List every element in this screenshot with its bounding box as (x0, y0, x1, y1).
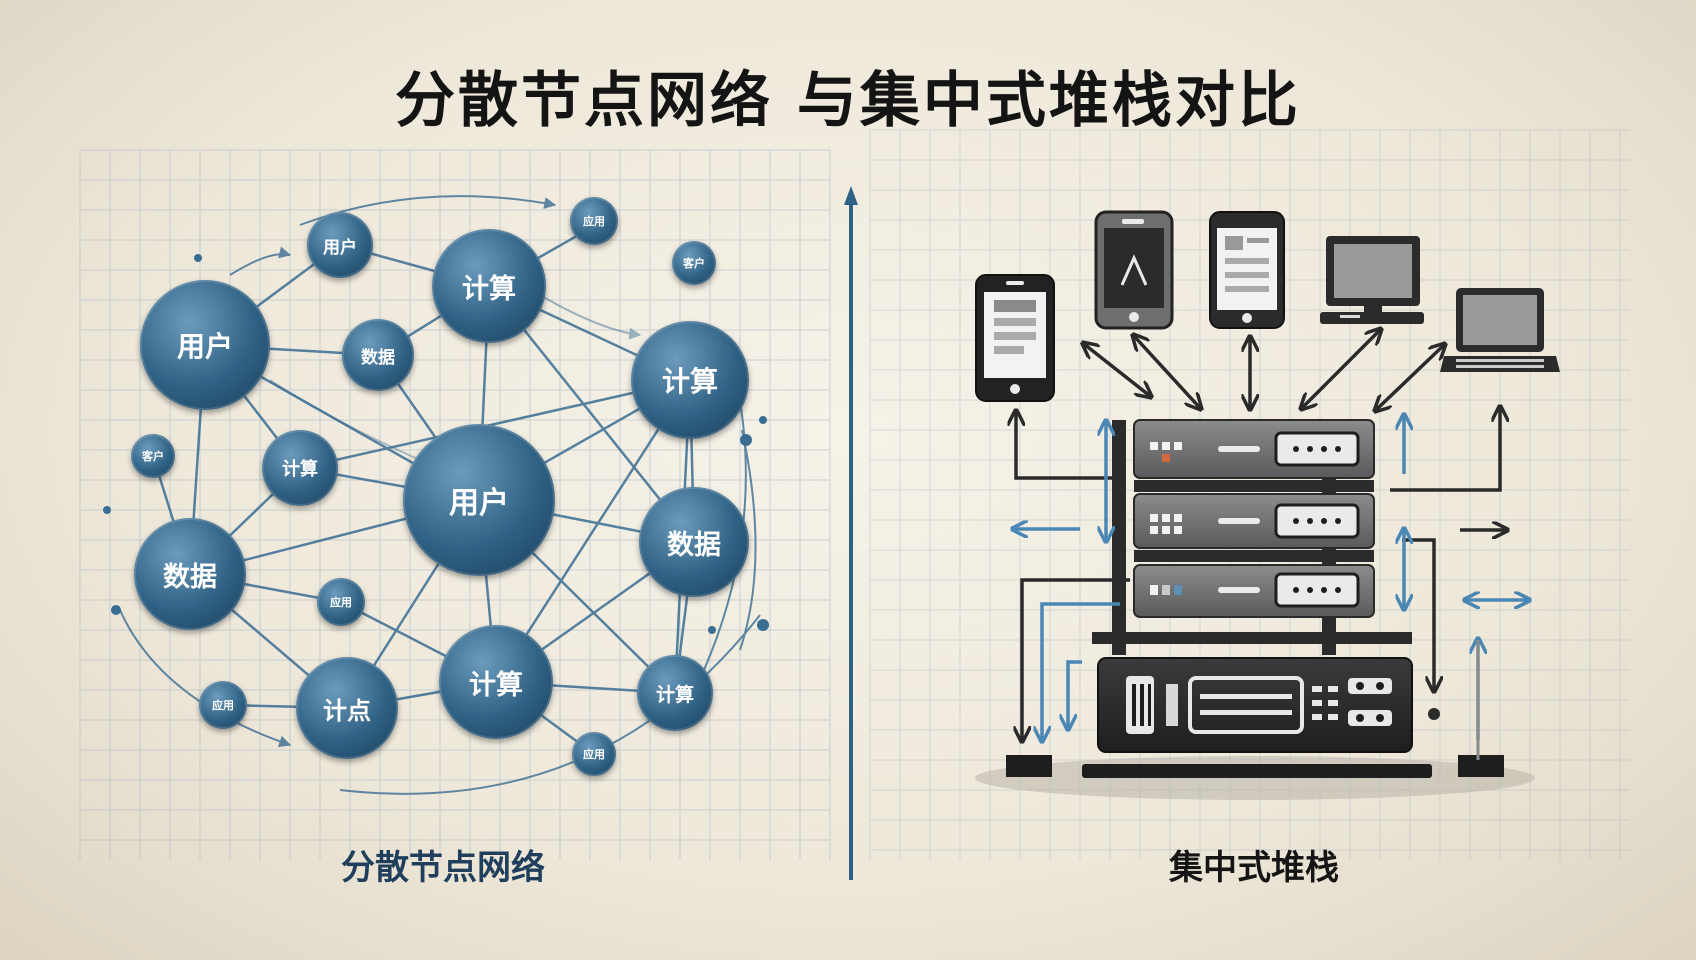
node-data-left: 数据 (134, 518, 246, 630)
foot-block-right (1458, 755, 1504, 777)
device-phone-center (1094, 210, 1174, 330)
server-unit-1 (1133, 419, 1375, 479)
device-laptop (1440, 288, 1560, 372)
server-unit-2 (1133, 493, 1375, 549)
node-data-small: 数据 (342, 319, 414, 391)
foot-block-left (1006, 755, 1052, 777)
node-compute-bottom: 计算 (439, 625, 553, 739)
node-client-right: 客户 (672, 241, 716, 285)
stack-illustration (975, 419, 1535, 800)
divider-arrowhead (844, 186, 858, 205)
node-compute-small: 计算 (262, 430, 338, 506)
node-app-bottom: 应用 (572, 732, 616, 776)
server-unit-3 (1133, 564, 1375, 618)
network-dots (103, 254, 769, 634)
node-compute-right: 计算 (631, 321, 749, 439)
page-title: 分散节点网络 与集中式堆栈对比 (395, 66, 1301, 136)
server-base-unit (1097, 657, 1413, 753)
caption-left: 分散节点网络 (341, 848, 545, 888)
device-phone-left (975, 274, 1055, 402)
node-jidian: 计点 (296, 657, 398, 759)
node-client-left: 客户 (131, 434, 175, 478)
node-user-center: 用户 (403, 424, 555, 576)
node-user-large: 用户 (140, 280, 270, 410)
stand-bar (1082, 764, 1432, 778)
device-desktop (1320, 236, 1424, 324)
node-app-left: 应用 (199, 681, 247, 729)
connector-dot (1428, 708, 1440, 720)
node-user-small: 用户 (307, 212, 373, 278)
caption-right: 集中式堆栈 (1169, 848, 1339, 888)
node-app-small: 应用 (317, 578, 365, 626)
node-app-top: 应用 (570, 197, 618, 245)
rack-post-left (1112, 420, 1126, 655)
node-data-right: 数据 (639, 487, 749, 597)
node-data-top: 计算 (432, 229, 546, 343)
device-tablet (1209, 211, 1285, 329)
node-compute-bottom-right: 计算 (637, 655, 713, 731)
